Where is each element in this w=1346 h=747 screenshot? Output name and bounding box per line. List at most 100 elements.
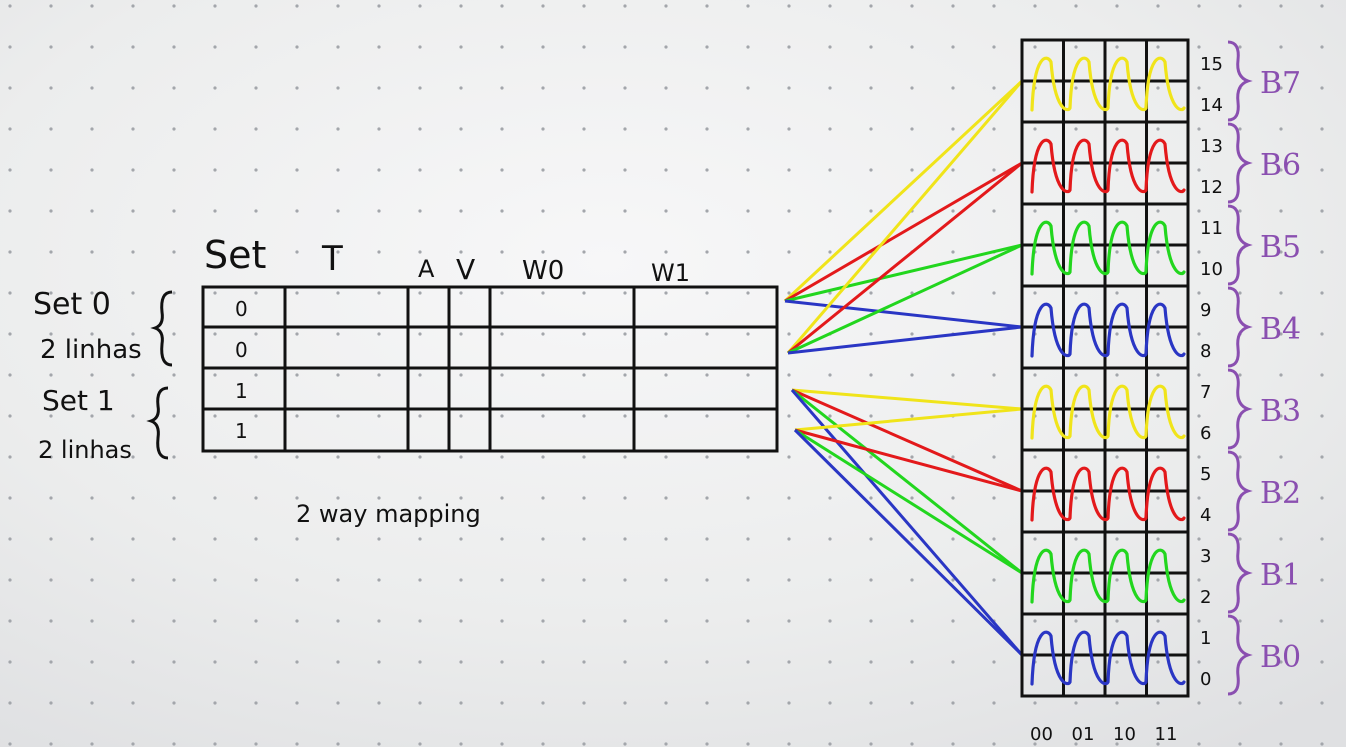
grid-dot bbox=[664, 332, 668, 336]
grid-dot bbox=[500, 250, 504, 254]
group-sub-set1: 2 linhas bbox=[38, 436, 132, 464]
grid-dot bbox=[582, 332, 586, 336]
grid-dot bbox=[213, 455, 217, 459]
grid-dot bbox=[787, 168, 791, 172]
grid-dot bbox=[459, 45, 463, 49]
grid-dot bbox=[172, 660, 176, 664]
grid-dot bbox=[746, 496, 750, 500]
block-label: B7 bbox=[1260, 66, 1301, 101]
grid-dot bbox=[623, 496, 627, 500]
grid-dot bbox=[254, 168, 258, 172]
grid-dot bbox=[172, 4, 176, 8]
grid-dot bbox=[951, 4, 955, 8]
grid-dot bbox=[869, 373, 873, 377]
grid-dot bbox=[418, 45, 422, 49]
grid-dot bbox=[418, 4, 422, 8]
table-caption: 2 way mapping bbox=[296, 500, 481, 528]
grid-dot bbox=[1156, 742, 1160, 746]
grid-dot bbox=[623, 45, 627, 49]
brace-set1 bbox=[146, 386, 169, 460]
grid-dot bbox=[992, 660, 996, 664]
grid-dot bbox=[172, 86, 176, 90]
grid-dot bbox=[623, 455, 627, 459]
grid-dot bbox=[49, 742, 53, 746]
connection-line bbox=[794, 428, 1023, 493]
grid-dot bbox=[459, 291, 463, 295]
memory-row-label: 15 bbox=[1200, 54, 1223, 75]
grid-dot bbox=[992, 578, 996, 582]
grid-dot bbox=[541, 455, 545, 459]
grid-dot bbox=[459, 373, 463, 377]
grid-dot bbox=[869, 127, 873, 131]
grid-dot bbox=[664, 455, 668, 459]
grid-dot bbox=[992, 86, 996, 90]
grid-dot bbox=[459, 578, 463, 582]
grid-dot bbox=[8, 701, 12, 705]
grid-dot bbox=[336, 86, 340, 90]
grid-dot bbox=[746, 86, 750, 90]
grid-dot bbox=[254, 332, 258, 336]
grid-dot bbox=[8, 414, 12, 418]
grid-dot bbox=[828, 742, 832, 746]
grid-dot bbox=[869, 619, 873, 623]
grid-dot bbox=[828, 701, 832, 705]
grid-dot bbox=[1279, 45, 1283, 49]
block-squiggle bbox=[1030, 384, 1186, 440]
grid-dot bbox=[377, 332, 381, 336]
grid-dot bbox=[1115, 578, 1119, 582]
grid-dot bbox=[828, 373, 832, 377]
grid-dot bbox=[705, 496, 709, 500]
grid-dot bbox=[582, 168, 586, 172]
grid-dot bbox=[1074, 496, 1078, 500]
grid-dot bbox=[377, 127, 381, 131]
grid-dot bbox=[623, 373, 627, 377]
grid-dot bbox=[787, 373, 791, 377]
grid-dot bbox=[213, 619, 217, 623]
grid-dot bbox=[746, 332, 750, 336]
grid-dot bbox=[1033, 537, 1037, 541]
grid-dot bbox=[787, 45, 791, 49]
grid-dot bbox=[623, 250, 627, 254]
grid-dot bbox=[1033, 701, 1037, 705]
connection-line bbox=[787, 161, 1023, 355]
grid-dot bbox=[1074, 455, 1078, 459]
grid-dot bbox=[49, 373, 53, 377]
header-a: A bbox=[418, 255, 435, 283]
grid-dot bbox=[828, 537, 832, 541]
grid-dot bbox=[869, 742, 873, 746]
grid-dot bbox=[336, 537, 340, 541]
grid-dot bbox=[500, 86, 504, 90]
grid-dot bbox=[582, 578, 586, 582]
grid-dot bbox=[910, 332, 914, 336]
grid-dot bbox=[787, 414, 791, 418]
grid-dot bbox=[787, 619, 791, 623]
grid-dot bbox=[582, 373, 586, 377]
grid-dot bbox=[8, 578, 12, 582]
grid-dot bbox=[1156, 332, 1160, 336]
block-brace bbox=[1227, 286, 1253, 368]
grid-dot bbox=[1320, 701, 1324, 705]
grid-dot bbox=[49, 45, 53, 49]
grid-dot bbox=[541, 414, 545, 418]
grid-dot bbox=[746, 742, 750, 746]
grid-dot bbox=[1320, 373, 1324, 377]
grid-dot bbox=[828, 496, 832, 500]
grid-dot bbox=[951, 86, 955, 90]
grid-dot bbox=[992, 455, 996, 459]
grid-dot bbox=[746, 660, 750, 664]
grid-dot bbox=[213, 209, 217, 213]
grid-dot bbox=[951, 250, 955, 254]
grid-dot bbox=[500, 701, 504, 705]
grid-dot bbox=[459, 619, 463, 623]
grid-dot bbox=[664, 4, 668, 8]
grid-dot bbox=[172, 701, 176, 705]
grid-dot bbox=[1320, 578, 1324, 582]
grid-dot bbox=[377, 537, 381, 541]
grid-dot bbox=[705, 86, 709, 90]
grid-dot bbox=[8, 127, 12, 131]
grid-dot bbox=[418, 86, 422, 90]
grid-dot bbox=[828, 414, 832, 418]
connection-line bbox=[787, 325, 1023, 355]
